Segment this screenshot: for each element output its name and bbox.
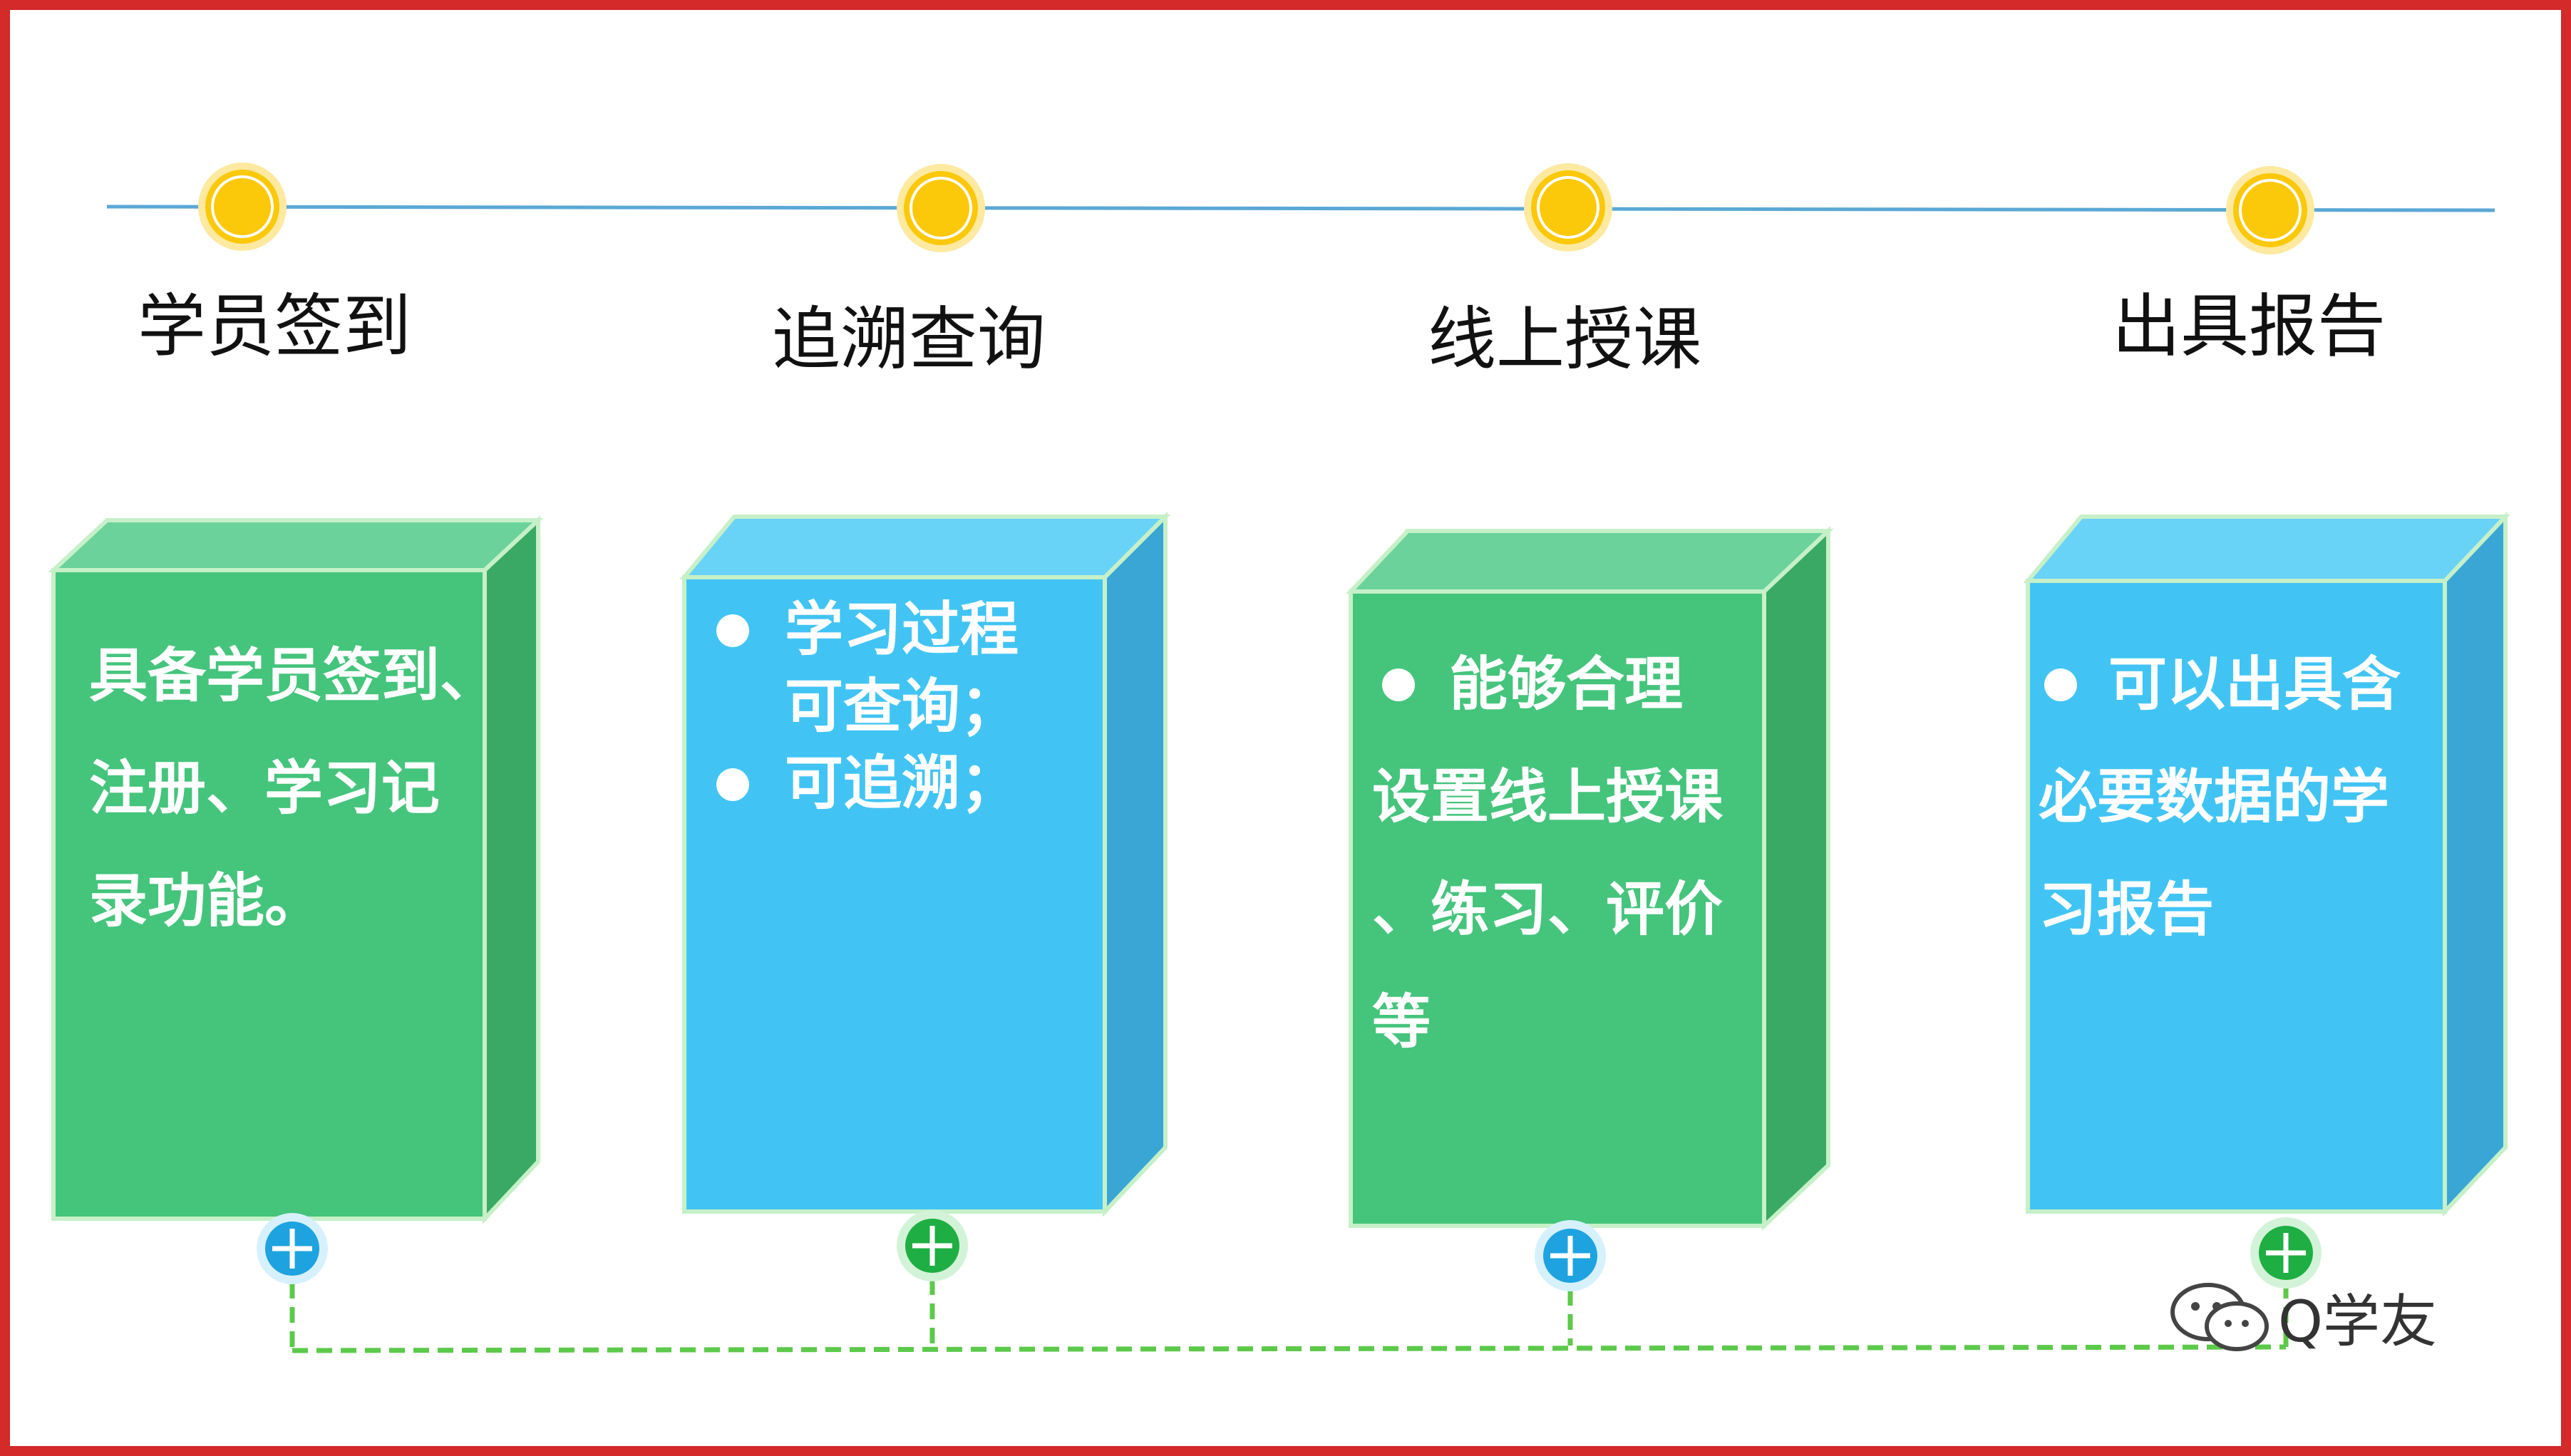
watermark: Q学友 (2167, 1276, 2437, 1358)
stage-box-3 (1346, 526, 1834, 1231)
description-line: 具备学员签到、 (89, 642, 499, 710)
description-line: 习报告 (2039, 876, 2215, 944)
timeline-node-3 (1524, 163, 1612, 252)
stage-description-2: 学习过程 可查询； 可追溯； (709, 592, 1108, 822)
connector-lines (289, 1279, 2289, 1353)
watermark-text: Q学友 (2278, 1289, 2437, 1355)
timeline-line (106, 205, 2495, 212)
timeline-node-1 (198, 162, 287, 251)
stage-title-3: 线上授课 (1428, 299, 1701, 379)
stage-description-3: 能够合理 设置线上授课 、练习、评价 等 (1372, 629, 1764, 1079)
bullet-item: 能够合理 (1372, 629, 1764, 741)
description-line: 可查询； (785, 673, 1019, 740)
bullet-item: 可追溯； (709, 745, 1108, 822)
wechat-icon (2170, 1283, 2269, 1351)
bullet-item: 学习过程 可查询； (709, 592, 1108, 745)
bullet-dot-icon (2044, 668, 2077, 701)
description-line: 注册、学习记 (89, 755, 440, 822)
bullet-dot-icon (716, 768, 749, 801)
description-line: 可追溯； (785, 750, 1019, 817)
timeline-node-4 (2226, 166, 2314, 254)
stage-title-4: 出具报告 (2112, 286, 2386, 366)
stage-box-1 (48, 515, 544, 1224)
connector-node-1 (257, 1213, 328, 1284)
connector-node-2 (897, 1210, 968, 1281)
description-line: 必要数据的学 (2039, 763, 2390, 831)
timeline-node-2 (897, 164, 985, 252)
description-line: 学习过程 (785, 596, 1019, 664)
description-line: 、练习、评价 (1372, 876, 1724, 944)
description-line: 设置线上授课 (1372, 763, 1724, 831)
stage-box-2 (679, 511, 1171, 1217)
connector-node-3 (1535, 1220, 1606, 1291)
description-line: 等 (1372, 988, 1431, 1056)
stage-description-4: 可以出具含 必要数据的学 习报告 (2039, 629, 2438, 966)
description-line: 录功能。 (89, 867, 324, 935)
bullet-dot-icon (1382, 668, 1415, 701)
connector-node-4 (2250, 1217, 2322, 1289)
description-line: 能够合理 (1449, 651, 1684, 718)
description-line: 可以出具含 (2108, 651, 2401, 718)
stage-title-1: 学员签到 (138, 286, 411, 366)
stage-title-2: 追溯查询 (772, 299, 1046, 379)
stage-description-1: 具备学员签到、 注册、学习记 录功能。 (89, 620, 545, 958)
bullet-item: 可以出具含 (2039, 629, 2438, 741)
stage-box-4 (2023, 511, 2510, 1217)
bullet-dot-icon (716, 614, 749, 647)
